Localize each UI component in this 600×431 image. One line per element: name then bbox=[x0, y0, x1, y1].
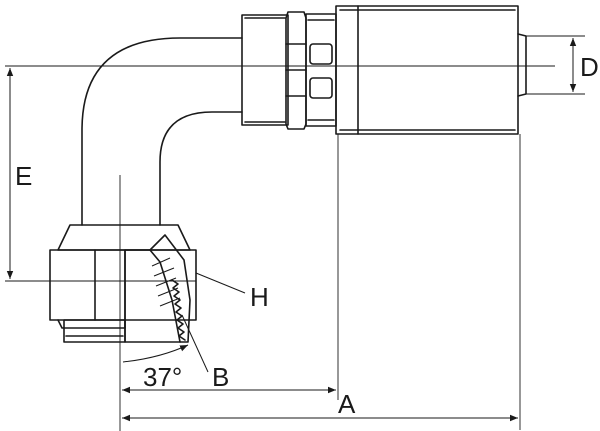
label-a: A bbox=[338, 389, 356, 419]
leader-b bbox=[181, 314, 209, 373]
section-hatching bbox=[151, 257, 181, 307]
label-b: B bbox=[212, 362, 229, 392]
hose-neck bbox=[305, 13, 337, 127]
thread-teeth bbox=[171, 279, 186, 341]
angle-arc bbox=[122, 344, 189, 363]
swivel-nut-top bbox=[57, 224, 191, 251]
crimp-collar bbox=[241, 14, 289, 126]
hose-socket bbox=[335, 5, 519, 135]
label-e: E bbox=[15, 161, 32, 191]
elbow-tube-outer bbox=[81, 37, 243, 226]
label-d: D bbox=[580, 52, 599, 82]
cutaway-section bbox=[124, 234, 191, 343]
hose-hex-nut bbox=[285, 11, 307, 130]
elbow-tube-inner bbox=[159, 111, 243, 226]
label-angle: 37° bbox=[143, 362, 182, 392]
label-h: H bbox=[250, 282, 269, 312]
leader-h bbox=[195, 272, 246, 294]
hose-stub bbox=[517, 33, 527, 97]
swivel-nut-bottom bbox=[63, 319, 126, 343]
